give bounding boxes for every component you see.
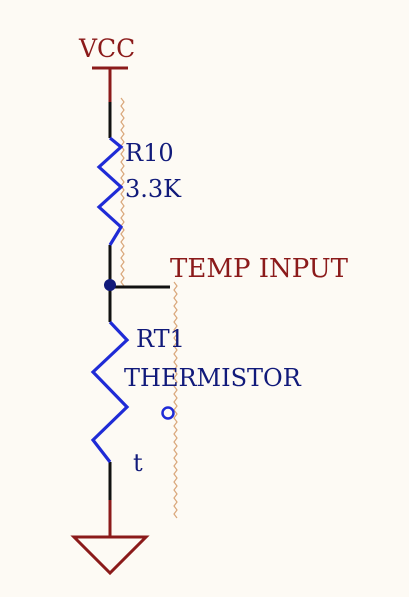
rt1-designator: RT1 — [136, 325, 185, 353]
resistor-r10[interactable]: R10 3.3K — [96, 136, 182, 246]
pin-guides — [120, 97, 178, 519]
r10-value: 3.3K — [125, 175, 182, 203]
guide-thermistor — [173, 281, 178, 519]
ground-symbol[interactable] — [70, 500, 150, 576]
thermistor-rt1[interactable]: RT1 THERMISTOR t — [90, 320, 302, 477]
thermistor-pin-marker — [161, 406, 175, 420]
ground-triangle — [70, 535, 150, 576]
vcc-label: VCC — [78, 34, 135, 63]
net-label-temp-input[interactable]: TEMP INPUT — [170, 254, 349, 284]
wires — [108, 102, 170, 500]
guide-resistor — [120, 97, 125, 287]
vcc-power-symbol[interactable]: VCC — [78, 34, 135, 102]
rt1-value: THERMISTOR — [124, 364, 302, 392]
thermistor-t-symbol: t — [133, 449, 143, 477]
resistor-r10-body — [96, 136, 124, 246]
junction-dot — [104, 279, 116, 291]
r10-designator: R10 — [125, 139, 174, 167]
thermistor-rt1-body — [90, 320, 130, 463]
